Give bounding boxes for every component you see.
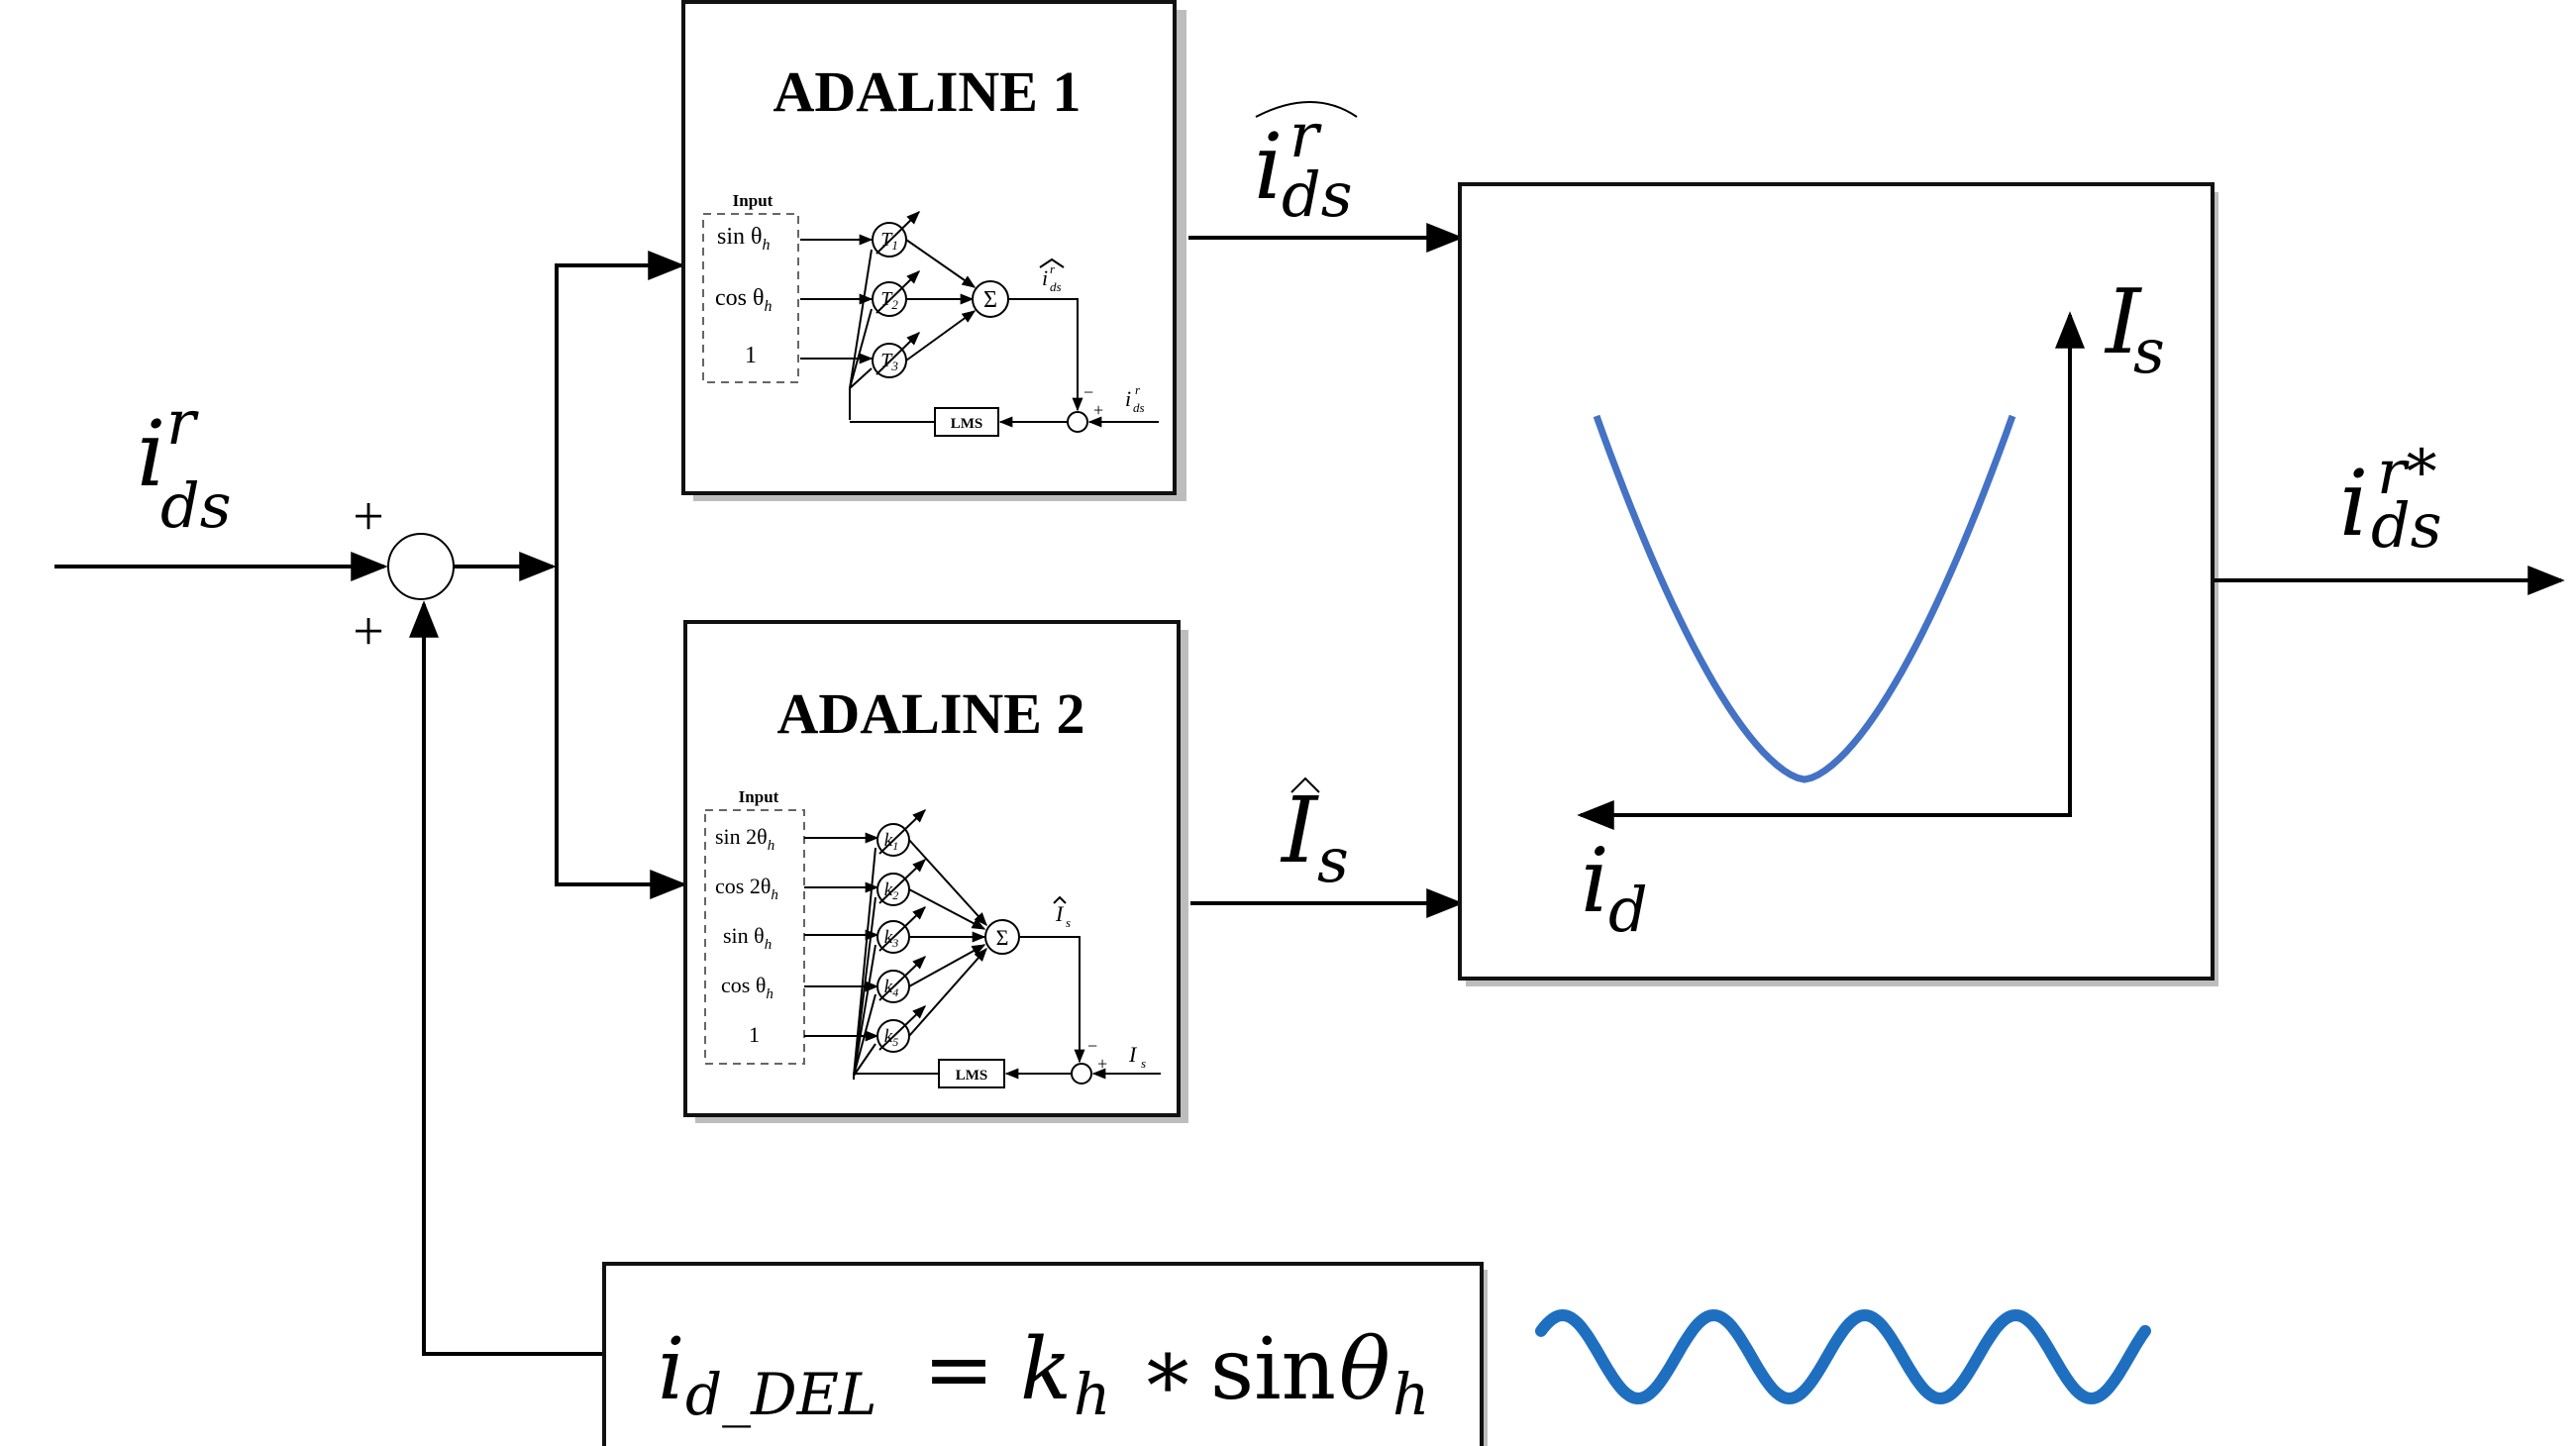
adaline2-lms-box: [938, 1059, 1005, 1088]
adaline1-network: Input sin θh cos θh 1 T1 T2 T3 Σ i r: [702, 191, 1159, 437]
svg-text:r: r: [1289, 99, 1322, 171]
sum-plus-bottom: +: [353, 601, 384, 663]
injection-equation: i d_DEL = k h ∗ sin θ h: [658, 1320, 1429, 1428]
svg-text:sin θh: sin θh: [723, 923, 772, 953]
output-signal-label: i r* ds: [2339, 436, 2442, 562]
adaline2-target-label: I s: [1128, 1042, 1146, 1071]
svg-text:s: s: [2133, 315, 2165, 387]
svg-text:k4: k4: [884, 977, 898, 999]
svg-text:−: −: [1083, 382, 1093, 402]
svg-text:I: I: [1128, 1042, 1138, 1067]
injection-block: [602, 1262, 1484, 1446]
svg-text:cos 2θh: cos 2θh: [715, 874, 778, 903]
adaline2-title: ADALINE 2: [777, 681, 1085, 746]
adaline1-input-box: [702, 213, 799, 383]
adaline1-error-node: [1067, 411, 1088, 433]
adaline2-input-label: Input: [739, 787, 779, 806]
svg-text:LMS: LMS: [956, 1068, 988, 1084]
svg-text:cos θh: cos θh: [721, 973, 773, 1002]
svg-text:s: s: [1317, 824, 1349, 896]
adaline2-block: [683, 620, 1181, 1117]
svg-text:I: I: [2104, 270, 2142, 374]
svg-text:i: i: [1042, 265, 1048, 290]
adaline1-title: ADALINE 1: [773, 59, 1082, 124]
svg-text:ds: ds: [1133, 400, 1145, 415]
adaline1-input-label: Input: [733, 191, 773, 210]
adaline1-output-signal-label: i r ds: [1254, 99, 1358, 231]
svg-text:d: d: [1608, 874, 1648, 946]
adaline2-output-label: I s: [1053, 895, 1071, 930]
svg-text:r: r: [1135, 382, 1141, 397]
adaline2-error-node: [1071, 1063, 1092, 1084]
adaline2-network: Input sin 2θh cos 2θh sin θh cos θh 1 k1…: [704, 787, 1161, 1088]
svg-text:s: s: [1066, 915, 1071, 930]
svg-text:−: −: [1087, 1036, 1097, 1056]
svg-text:i: i: [1125, 386, 1131, 411]
id-axis-label: i d: [1581, 829, 1648, 946]
svg-text:s: s: [1141, 1056, 1146, 1071]
svg-text:Σ: Σ: [983, 287, 997, 313]
svg-text:+: +: [1097, 1054, 1107, 1074]
adaline1-output-label: i r ds: [1039, 258, 1065, 294]
adaline1-target-label: i r ds: [1125, 382, 1145, 415]
svg-text:k: k: [1020, 1320, 1072, 1419]
svg-text:θ: θ: [1339, 1320, 1391, 1419]
svg-text:=: =: [923, 1320, 994, 1419]
svg-text:k2: k2: [884, 879, 898, 902]
svg-text:ds: ds: [160, 469, 232, 542]
svg-text:∗: ∗: [1139, 1320, 1196, 1419]
adaline2-input-box: [704, 809, 805, 1065]
adaline1-block: [681, 0, 1177, 495]
svg-text:i: i: [1254, 114, 1283, 220]
mtpa-curve: [1593, 414, 2016, 783]
svg-text:i: i: [658, 1320, 685, 1419]
svg-text:i: i: [2339, 451, 2368, 557]
svg-text:k5: k5: [884, 1026, 898, 1049]
svg-text:Σ: Σ: [996, 925, 1009, 950]
adaline1-input-2: cos θh: [715, 285, 773, 315]
svg-text:I: I: [1280, 777, 1319, 883]
svg-text:1: 1: [749, 1022, 760, 1047]
svg-text:ds: ds: [2371, 489, 2442, 562]
svg-text:d_DEL: d_DEL: [685, 1361, 876, 1428]
svg-text:r: r: [1050, 261, 1056, 276]
mtpa-curve-block: [1458, 182, 2215, 981]
svg-text:i: i: [1581, 829, 1609, 933]
sum-plus-top: +: [353, 486, 384, 548]
svg-text:+: +: [1093, 400, 1103, 420]
svg-text:k1: k1: [884, 830, 898, 853]
svg-text:i: i: [137, 401, 165, 507]
adaline2-output-signal-label: I s: [1280, 776, 1349, 896]
svg-text:r*: r*: [2377, 436, 2437, 508]
svg-text:ds: ds: [1050, 279, 1062, 294]
adaline1-lms-box: [934, 407, 999, 437]
svg-text:ds: ds: [1282, 158, 1353, 231]
svg-text:I: I: [1055, 901, 1065, 926]
svg-text:h: h: [1074, 1361, 1110, 1428]
input-signal-label: i r ds: [137, 386, 232, 542]
svg-text:LMS: LMS: [951, 416, 983, 432]
sine-wave-signal: [1535, 1308, 2151, 1405]
summing-junction: [387, 533, 455, 600]
svg-text:sin: sin: [1210, 1320, 1336, 1419]
svg-text:k3: k3: [884, 927, 898, 950]
svg-text:sin 2θh: sin 2θh: [715, 824, 774, 854]
svg-text:r: r: [166, 386, 199, 459]
is-axis-label: I s: [2104, 270, 2165, 387]
adaline1-input-3: 1: [745, 343, 757, 368]
feedback-arrow: [409, 600, 602, 1356]
adaline1-input-1: sin θh: [717, 224, 771, 254]
svg-text:h: h: [1392, 1361, 1429, 1428]
